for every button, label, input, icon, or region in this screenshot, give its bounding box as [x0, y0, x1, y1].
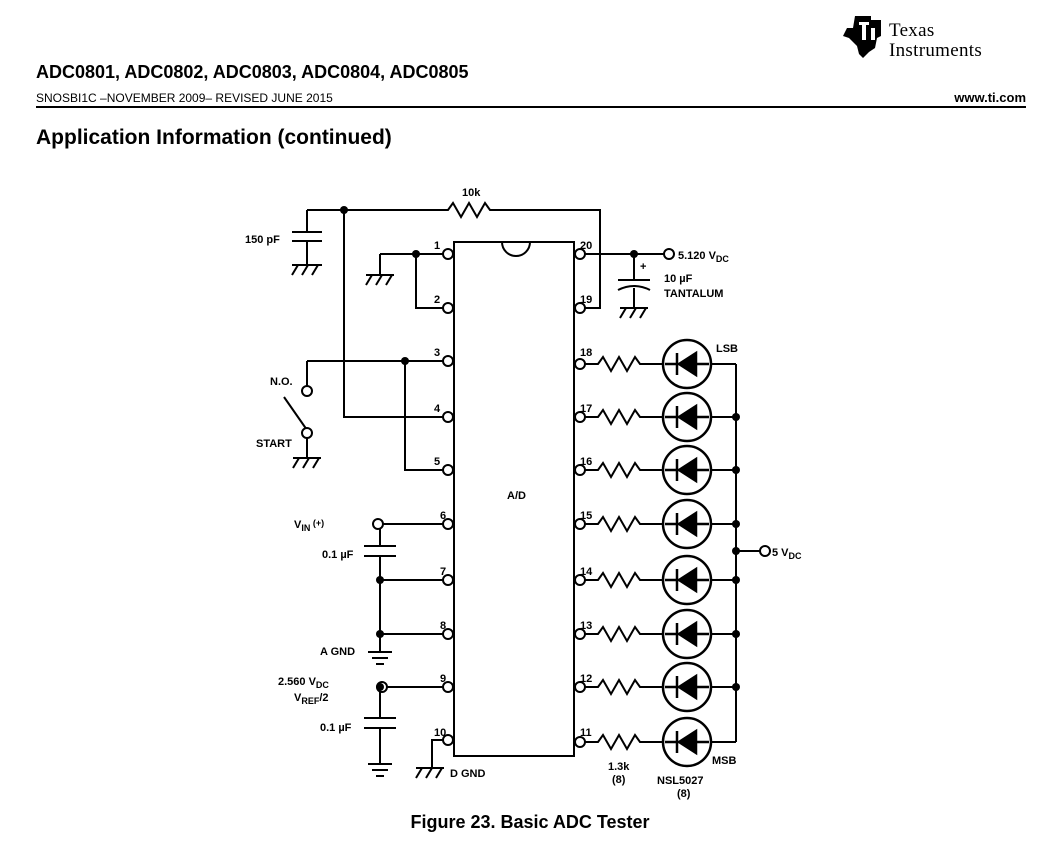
resistor-10k-label: 10k — [462, 187, 481, 199]
lsb-label: LSB — [716, 343, 738, 355]
right-pin-numbers: 20 19 18 17 16 15 14 13 12 11 — [580, 240, 593, 739]
resistor — [585, 732, 736, 752]
section-title: Application Information (continued) — [36, 126, 392, 149]
resistor — [585, 677, 736, 697]
logo-line-2: Instruments — [889, 40, 983, 61]
led-part-label: NSL5027 — [657, 775, 703, 787]
resistor-13k-label: 1.3k — [608, 761, 630, 773]
chip-label: A/D — [507, 490, 526, 502]
website-link[interactable]: www.ti.com — [954, 90, 1026, 105]
pin-number: 5 — [434, 456, 440, 468]
vin-label: VIN (+) — [294, 518, 324, 533]
diode-symbol-icon — [665, 350, 709, 378]
resistor — [585, 514, 736, 534]
pin-number: 3 — [434, 347, 440, 359]
led-driver-row — [585, 391, 736, 443]
resistor — [585, 354, 736, 374]
led-driver-row — [585, 554, 736, 606]
resistor — [585, 624, 736, 644]
pin-number: 13 — [580, 620, 592, 632]
diode-symbol-icon — [665, 728, 709, 756]
part-numbers: ADC0801, ADC0802, ADC0803, ADC0804, ADC0… — [36, 62, 469, 82]
led-driver-row — [585, 338, 736, 390]
pin-number: 9 — [440, 673, 446, 685]
left-pin-numbers: 1 2 3 4 5 6 7 8 9 10 — [434, 240, 446, 739]
pin-number: 7 — [440, 566, 446, 578]
pin-number: 15 — [580, 510, 592, 522]
led-driver-row — [585, 716, 736, 768]
supply-5120-label: 5.120 VDC — [678, 250, 729, 264]
ti-logo-icon — [843, 16, 881, 58]
doc-revision-line: SNOSBI1C –NOVEMBER 2009– REVISED JUNE 20… — [36, 91, 333, 105]
cap-01uf-label: 0.1 µF — [322, 549, 354, 561]
pin-number: 16 — [580, 456, 592, 468]
cap-10uf-label: 10 µF — [664, 273, 693, 285]
logo-line-1: Texas — [889, 20, 935, 41]
dgnd-label: D GND — [450, 768, 486, 780]
pin-number: 1 — [434, 240, 440, 252]
ti-logo: Texas Instruments — [841, 14, 1026, 64]
resistor — [585, 570, 736, 590]
pin-number: 4 — [434, 403, 441, 415]
pin-number: 2 — [434, 294, 440, 306]
vref-label: VREF/2 — [294, 692, 329, 706]
led-driver-row — [585, 444, 736, 496]
tantalum-label: TANTALUM — [664, 288, 723, 300]
pin-number: 19 — [580, 294, 592, 306]
header-rule — [36, 106, 1026, 108]
chip-notch — [501, 241, 531, 257]
figure-caption: Figure 23. Basic ADC Tester — [410, 812, 650, 832]
start-switch-label: START — [256, 438, 292, 450]
resistor — [585, 407, 736, 427]
diode-symbol-icon — [665, 673, 709, 701]
pin-number: 14 — [580, 566, 593, 578]
led-driver-row — [585, 661, 736, 713]
diode-symbol-icon — [665, 456, 709, 484]
vref-value-label: 2.560 VDC — [278, 676, 329, 690]
resistor — [585, 460, 736, 480]
diode-symbol-icon — [665, 620, 709, 648]
pin-number: 20 — [580, 240, 592, 252]
led-count-label: (8) — [677, 788, 691, 800]
agnd-label: A GND — [320, 646, 355, 658]
diode-symbol-icon — [665, 403, 709, 431]
cap-150pf-label: 150 pF — [245, 234, 280, 246]
cap-01uf-label: 0.1 µF — [320, 722, 352, 734]
pin-number: 8 — [440, 620, 446, 632]
resistor-count-label: (8) — [612, 774, 626, 786]
msb-label: MSB — [712, 755, 737, 767]
pin-number: 11 — [580, 727, 592, 739]
pin-number: 12 — [580, 673, 592, 685]
led-rows — [585, 338, 736, 768]
diode-symbol-icon — [665, 566, 709, 594]
pin-number: 10 — [434, 727, 446, 739]
pin-number: 17 — [580, 403, 592, 415]
pin-number: 18 — [580, 347, 592, 359]
led-driver-row — [585, 608, 736, 660]
polarity-plus: + — [640, 261, 646, 273]
diode-symbol-icon — [665, 510, 709, 538]
supply-5v-label: 5 VDC — [772, 547, 802, 561]
switch-no-label: N.O. — [270, 376, 293, 388]
led-driver-row — [585, 498, 736, 550]
adc-chip — [453, 241, 575, 757]
pin-number: 6 — [440, 510, 446, 522]
